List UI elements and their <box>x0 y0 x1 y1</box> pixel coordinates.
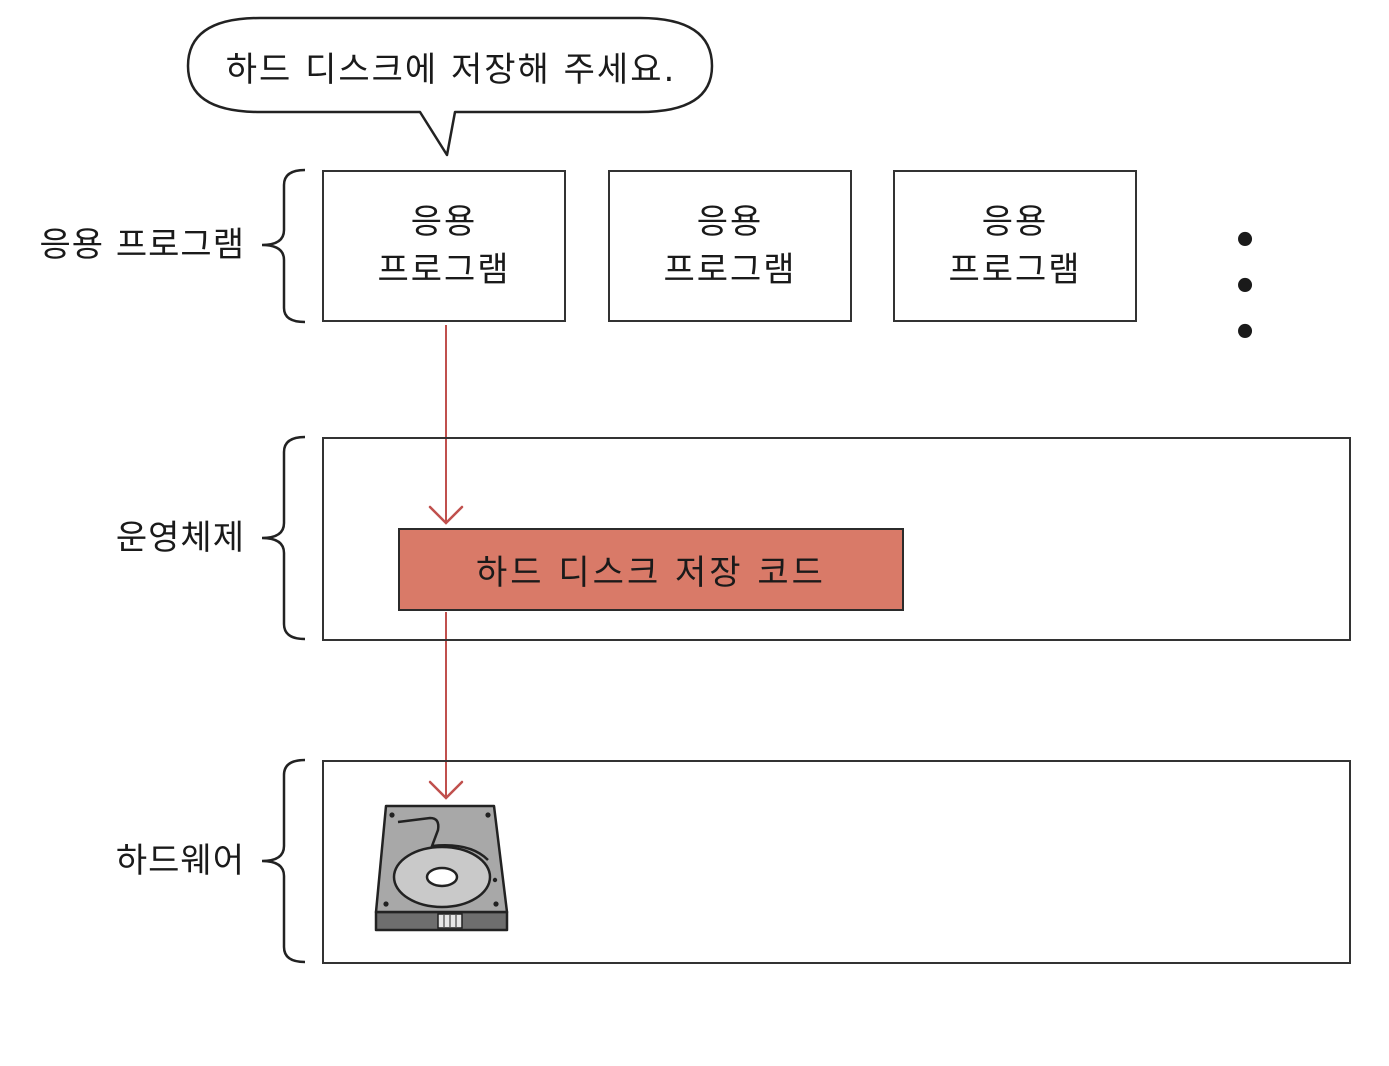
bracket-os <box>261 435 306 641</box>
layer-label-os: 운영체제 <box>115 518 245 558</box>
layer-label-hardware: 하드웨어 <box>115 841 245 881</box>
app-box-line2: 프로그램 <box>377 250 511 290</box>
app-box-line1: 응용 <box>696 202 764 242</box>
layer-label-application: 응용 프로그램 <box>39 225 245 265</box>
bracket-hardware <box>261 758 306 964</box>
app-box-1: 응용 프로그램 <box>322 170 566 322</box>
app-box-line2: 프로그램 <box>663 250 797 290</box>
app-box-line1: 응용 <box>410 202 478 242</box>
app-box-2: 응용 프로그램 <box>608 170 852 322</box>
speech-bubble <box>186 16 714 157</box>
bracket-application <box>261 168 306 324</box>
arrow-app-to-os <box>428 325 464 525</box>
app-box-line1: 응용 <box>981 202 1049 242</box>
more-apps-ellipsis: • • • <box>1232 218 1264 356</box>
os-disk-save-code: 하드 디스크 저장 코드 <box>398 528 904 611</box>
speech-bubble-text: 하드 디스크에 저장해 주세요. <box>225 49 677 90</box>
hardware-layer-box <box>322 760 1351 964</box>
hard-disk-icon <box>374 804 509 932</box>
arrow-os-to-hardware <box>428 612 464 800</box>
app-box-line2: 프로그램 <box>948 250 1082 290</box>
app-box-3: 응용 프로그램 <box>893 170 1137 322</box>
os-layer-box <box>322 437 1351 641</box>
